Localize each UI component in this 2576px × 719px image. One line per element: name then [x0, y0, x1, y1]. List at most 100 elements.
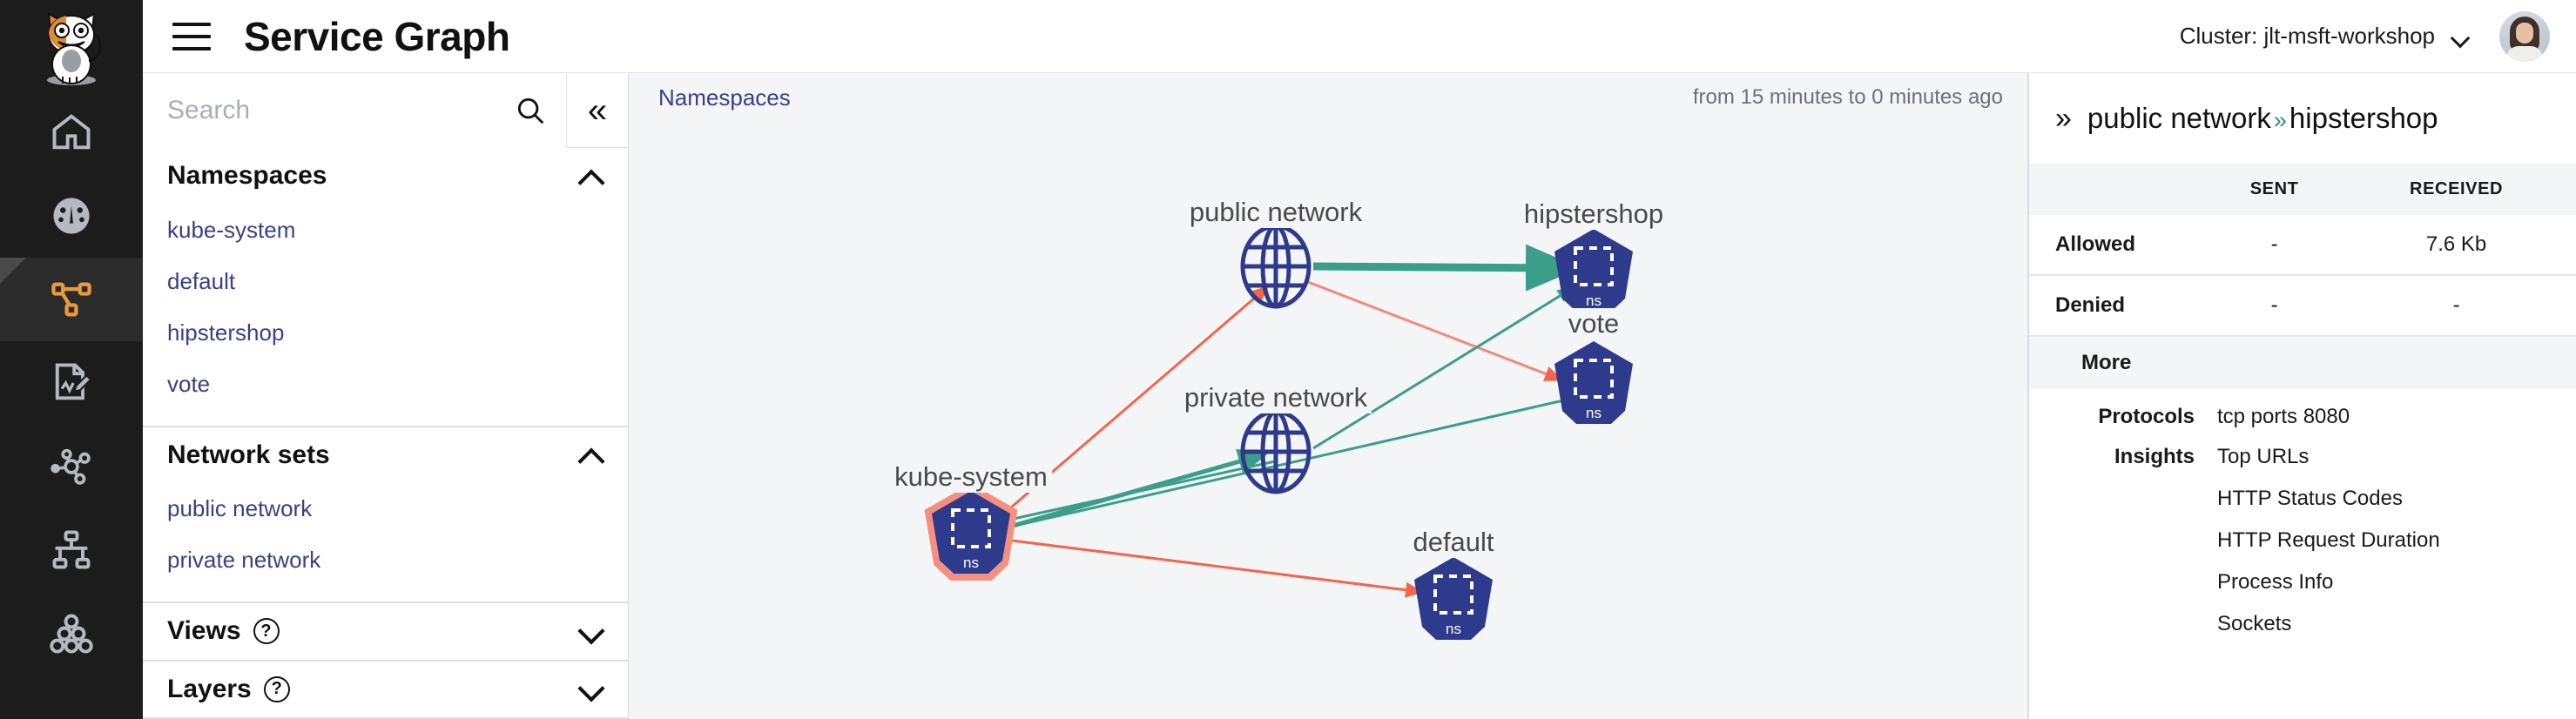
traffic-table: SENT RECEIVED Allowed - 7.6 Kb Denied -: [2029, 164, 2576, 337]
expand-double-chevron-icon[interactable]: »: [2055, 102, 2072, 135]
body-row: « Namespaces kube-system default hipster…: [143, 72, 2576, 719]
cell-denied-sent: -: [2212, 275, 2337, 337]
sidebar-section-items-namespaces: kube-system default hipstershop vote: [143, 205, 628, 426]
breadcrumb[interactable]: Namespaces: [658, 84, 791, 111]
row-label-denied: Denied: [2029, 275, 2212, 337]
dashboard-icon[interactable]: [0, 174, 143, 258]
nodes-icon[interactable]: [0, 425, 143, 508]
section-title: Network sets: [167, 440, 330, 469]
sidebar-section-items-network-sets: public network private network: [143, 483, 628, 601]
policies-icon[interactable]: [0, 341, 143, 425]
protocols-value: tcp ports 8080: [2217, 405, 2350, 428]
node-vote[interactable]: ns: [1554, 341, 1633, 424]
table-header-row: SENT RECEIVED: [2029, 164, 2576, 215]
chevron-down-icon: [2452, 31, 2470, 42]
traffic-table-head: SENT RECEIVED: [2029, 164, 2576, 215]
detail-panel: » public network » hipstershop SENT RECE…: [2027, 73, 2576, 719]
divider: [143, 425, 628, 427]
search-icon[interactable]: [514, 94, 547, 127]
sidebar-section-views[interactable]: Views ?: [143, 603, 628, 660]
sidebar-item-public-network[interactable]: public network: [167, 495, 313, 522]
row-label-allowed: Allowed: [2029, 215, 2212, 276]
col-sent: SENT: [2212, 164, 2337, 215]
node-label-default: default: [1408, 527, 1499, 558]
top-bar: Service Graph Cluster: jlt-msft-workshop: [143, 0, 2576, 73]
search-box[interactable]: [143, 72, 567, 148]
sidebar-section-namespaces[interactable]: Namespaces: [143, 148, 628, 205]
table-row: Denied - -: [2029, 275, 2576, 337]
service-graph-icon[interactable]: [0, 258, 143, 341]
detail-title: public network » hipstershop: [2087, 102, 2438, 135]
page-title: Service Graph: [244, 13, 510, 59]
sidebar-item-hipstershop[interactable]: hipstershop: [167, 319, 285, 346]
calico-tigera-cat-logo[interactable]: [30, 7, 113, 91]
left-nav-rail: [0, 0, 143, 719]
svg-text:ns: ns: [963, 554, 979, 571]
topology-icon[interactable]: [0, 508, 143, 592]
divider: [143, 659, 628, 662]
rail-icon-list: [0, 91, 143, 675]
insight-sockets[interactable]: Sockets: [2217, 612, 2292, 635]
col-blank: [2029, 164, 2212, 215]
help-icon[interactable]: ?: [253, 618, 280, 645]
search-row: «: [143, 72, 628, 148]
time-range-label[interactable]: from 15 minutes to 0 minutes ago: [1692, 85, 2003, 109]
insight-http-request-duration[interactable]: HTTP Request Duration: [2217, 528, 2440, 552]
divider: [143, 717, 628, 719]
detail-header: » public network » hipstershop: [2029, 73, 2576, 164]
sidebar-item-kube-system[interactable]: kube-system: [167, 216, 296, 243]
main-region: Service Graph Cluster: jlt-msft-workshop: [143, 0, 2576, 719]
node-label-kube-system: kube-system: [890, 461, 1052, 493]
graph-canvas[interactable]: ns ns: [629, 122, 2027, 719]
section-title: Namespaces: [167, 161, 327, 191]
avatar-face: [2516, 22, 2533, 44]
chevron-down-icon: [579, 624, 604, 639]
graph-svg: ns ns: [924, 224, 1633, 640]
avatar-body: [2506, 45, 2543, 62]
edge-private-network-to-hipstershop: [1312, 287, 1574, 450]
protocols-row: Protocols tcp ports 8080: [2029, 389, 2576, 429]
chevron-down-icon: [579, 682, 604, 696]
sidebar-section-layers[interactable]: Layers ?: [143, 662, 628, 718]
svg-text:ns: ns: [1446, 621, 1461, 637]
collapse-glyph: «: [587, 91, 608, 130]
sidebar-item-default[interactable]: default: [167, 267, 236, 294]
sidebar-item-vote[interactable]: vote: [167, 370, 211, 397]
col-received: RECEIVED: [2337, 164, 2576, 215]
insights-row: Insights Top URLs HTTP Status Codes HTTP…: [2029, 429, 2576, 654]
node-default[interactable]: ns: [1414, 557, 1493, 640]
chevron-up-icon: [579, 169, 604, 184]
edge-kube-system-to-default: [1004, 538, 1424, 598]
chevron-up-icon: [579, 447, 604, 462]
hamburger-icon[interactable]: [172, 22, 211, 50]
section-title-wrap: Layers ?: [167, 675, 290, 704]
node-public-network[interactable]: [1240, 224, 1312, 309]
help-icon[interactable]: ?: [263, 675, 290, 702]
insight-top-urls[interactable]: Top URLs: [2217, 445, 2310, 468]
node-label-private-network: private network: [1179, 382, 1372, 413]
node-kube-system[interactable]: ns: [924, 483, 1018, 581]
sidebar-item-private-network[interactable]: private network: [167, 547, 321, 574]
insight-process-info[interactable]: Process Info: [2217, 570, 2334, 594]
cell-allowed-sent: -: [2212, 215, 2337, 276]
collapse-double-chevron-icon[interactable]: «: [567, 73, 628, 148]
section-title-wrap: Views ?: [167, 616, 280, 646]
node-label-public-network: public network: [1184, 197, 1367, 228]
section-title: Views: [167, 616, 241, 646]
more-section-header[interactable]: More: [2029, 337, 2576, 389]
edge-public-network-to-vote: [1307, 280, 1563, 381]
section-title: Layers: [167, 674, 252, 703]
clusters-icon[interactable]: [0, 592, 143, 675]
node-private-network[interactable]: [1240, 409, 1312, 494]
home-icon[interactable]: [0, 91, 143, 174]
divider: [143, 601, 628, 603]
avatar[interactable]: [2499, 10, 2550, 62]
detail-title-source: public network: [2087, 102, 2271, 134]
search-input[interactable]: [167, 95, 514, 125]
cluster-selector[interactable]: Cluster: jlt-msft-workshop: [2180, 23, 2470, 50]
insight-http-status-codes[interactable]: HTTP Status Codes: [2217, 487, 2403, 510]
insights-list: Top URLs HTTP Status Codes HTTP Request …: [2217, 445, 2440, 654]
node-hipstershop[interactable]: ns: [1554, 229, 1633, 312]
sidebar-section-network-sets[interactable]: Network sets: [143, 427, 628, 484]
